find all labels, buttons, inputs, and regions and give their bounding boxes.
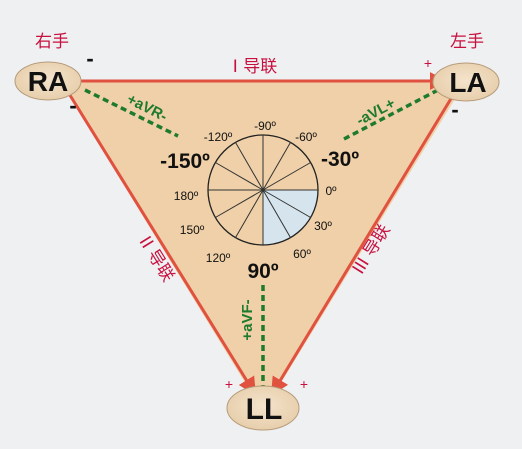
circle-spoke [262,142,291,191]
avr-line [84,88,179,138]
ra-label: RA [28,66,68,97]
angle-minus-30: -30º [321,148,359,171]
angle-minus-60: -60º [295,130,317,144]
left-hand-label: 左手 [450,32,484,52]
avl-line [343,88,439,141]
ll-polarity-right: + [300,376,308,392]
la-polarity-top: + [424,55,432,71]
triangle-area [60,81,466,412]
circle-spoke [235,189,264,238]
la-polarity-bottom: - [451,97,458,122]
circle-spoke [262,189,311,218]
angle-90: 90º [247,260,278,283]
angle-120: 120º [206,251,231,265]
circle-spoke [215,162,264,191]
ra-polarity-top: - [86,46,93,71]
lead-iii-line [270,91,457,396]
angle-180: 180º [174,189,199,203]
la-electrode [432,62,500,102]
ra-polarity-bottom: - [69,93,76,118]
angle-minus-90: -90º [254,119,276,133]
circle-spoke [262,189,291,238]
ll-label: LL [246,393,283,426]
la-label: LA [449,67,486,98]
ra-electrode [14,61,82,101]
avf-label: +aVF- [239,299,256,340]
angle-minus-120: -120º [204,130,233,144]
circle-spoke [235,142,264,191]
circle-spoke [262,162,311,191]
angle-30: 30º [314,219,332,233]
ll-electrode [226,385,300,431]
angle-0: 0º [325,184,337,198]
right-hand-label: 右手 [35,32,69,52]
lead-ii-line [66,91,257,396]
angle-minus-150: -150º [160,150,210,173]
shaded-sector [263,190,318,245]
hexaxial-circle [207,134,319,246]
circle-spoke [215,189,264,218]
angle-60: 60º [293,247,311,261]
angle-150: 150º [180,223,205,237]
ll-polarity-left: + [225,376,233,392]
lead-i-label: I 导联 [233,57,277,77]
